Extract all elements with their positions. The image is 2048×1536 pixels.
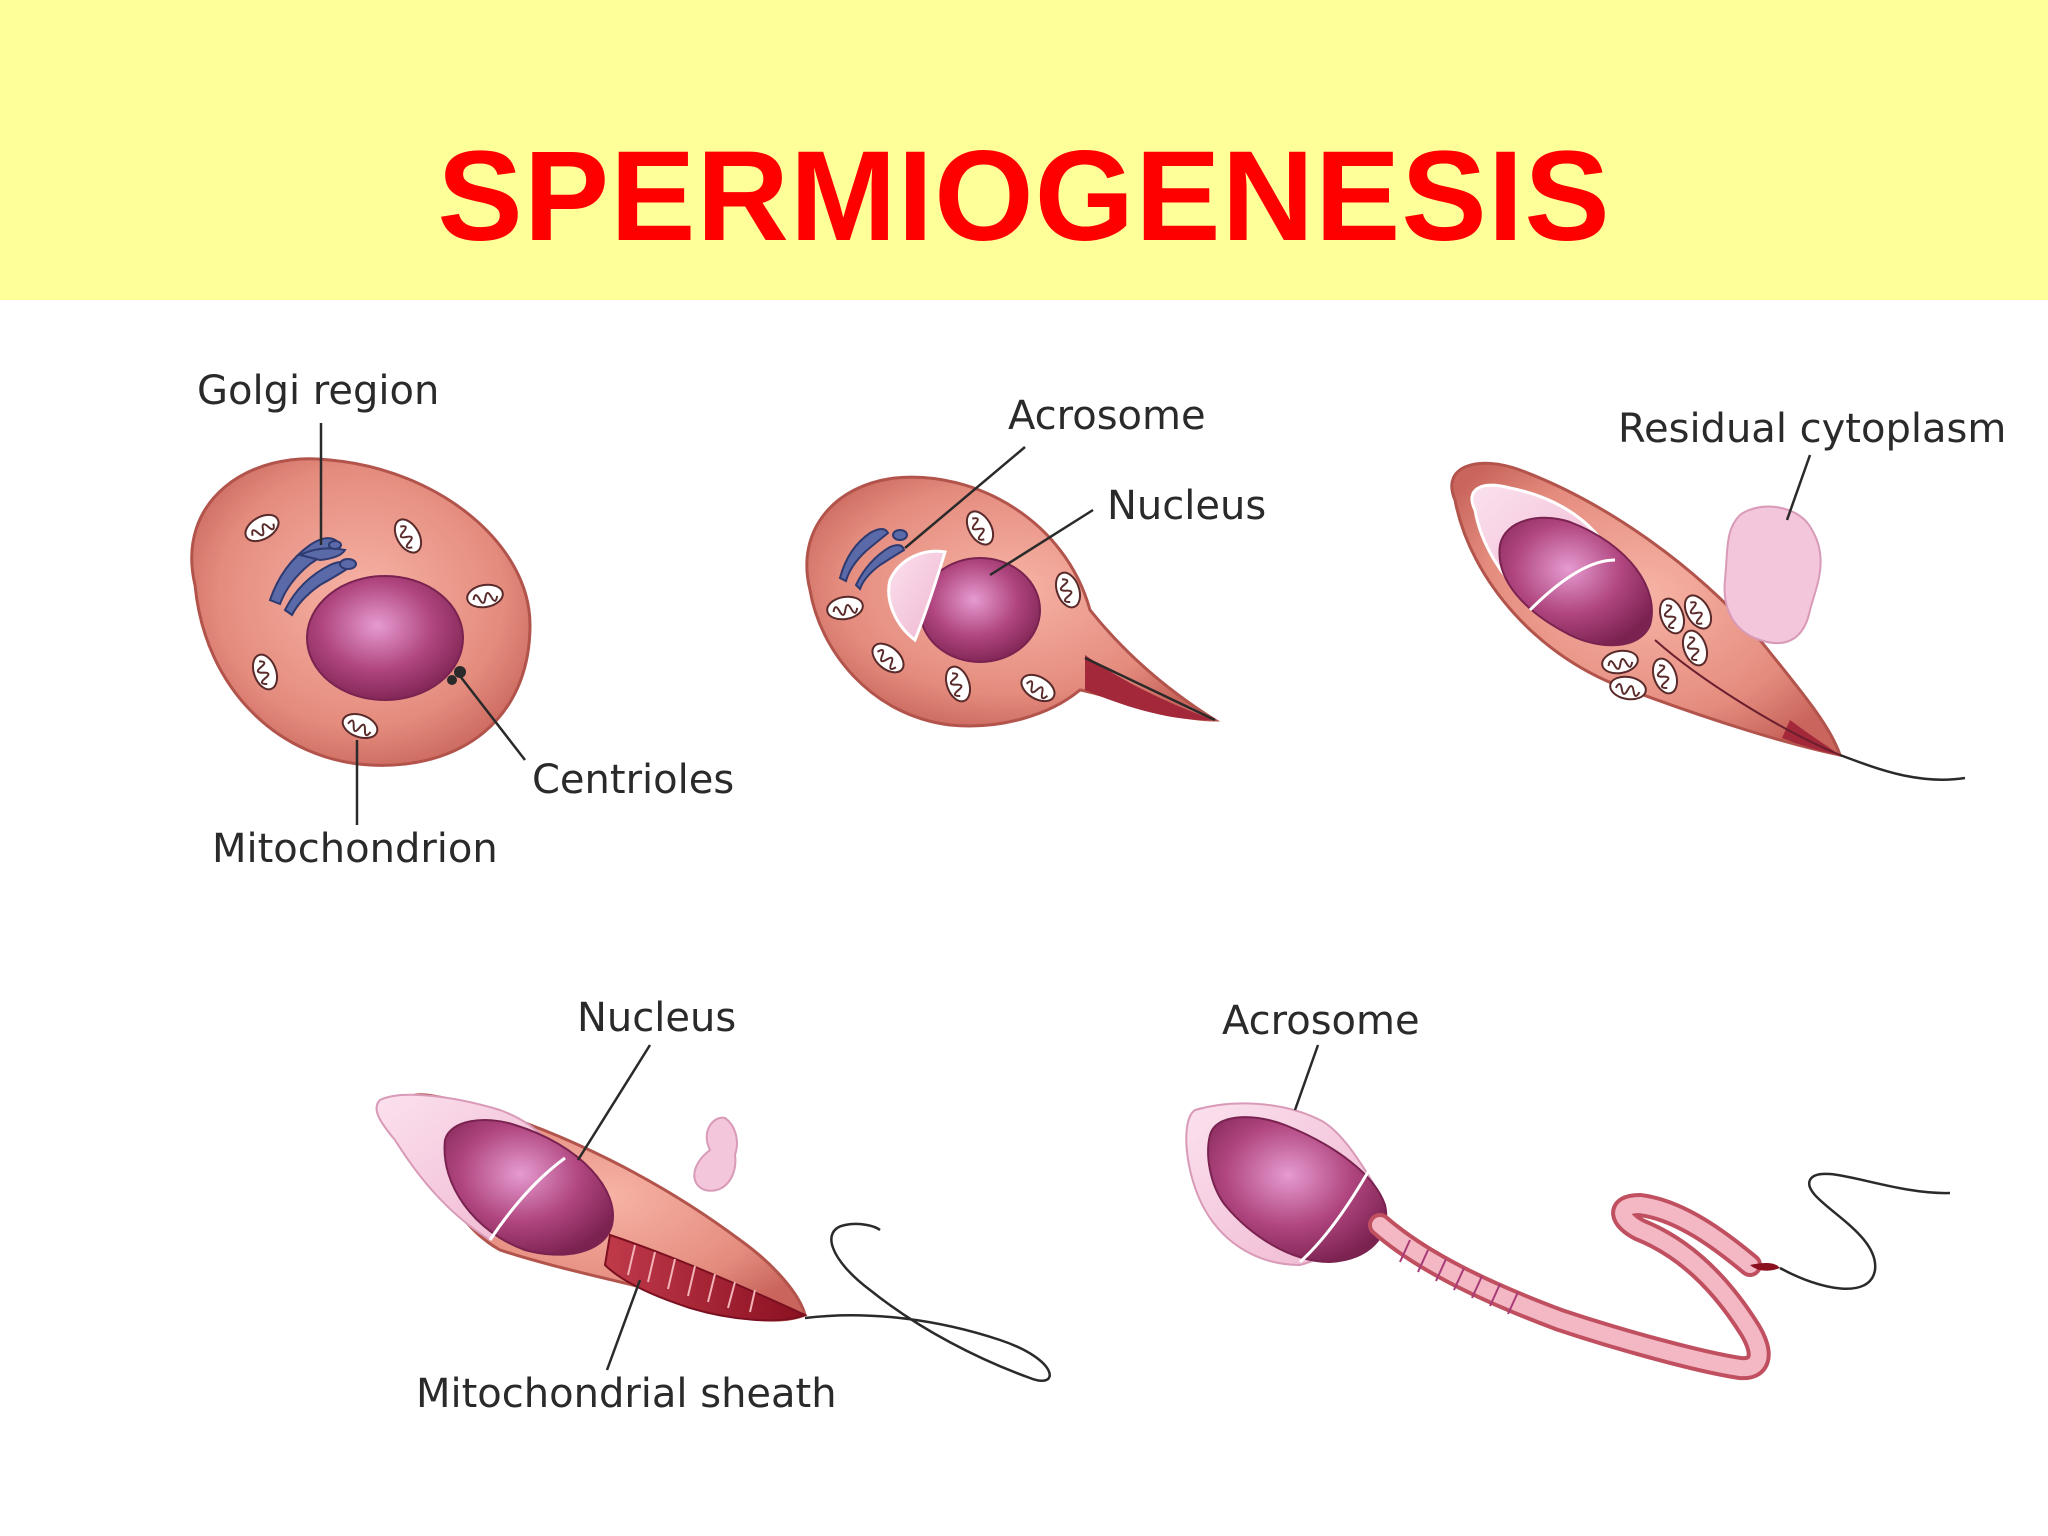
residual-cytoplasm-fragment (693, 1116, 738, 1192)
stage-2-spermatid (805, 446, 1221, 728)
spermatozoon-midpiece-stripes (1399, 1239, 1519, 1315)
stage-4-spermatid (375, 1044, 1051, 1382)
page-title: SPERMIOGENESIS (437, 125, 1611, 268)
label-nucleus-1: Nucleus (1107, 483, 1267, 529)
label-nucleus-2: Nucleus (577, 995, 737, 1041)
label-acrosome-2: Acrosome (1222, 998, 1420, 1044)
title-banner (0, 0, 2048, 300)
label-acrosome-1: Acrosome (1008, 393, 1206, 439)
golgi-apparatus-shape (268, 537, 357, 617)
residual-cytoplasm-shape (1723, 505, 1822, 645)
stage-3-spermatid (1450, 454, 1966, 782)
label-mitochondrial-sheath: Mitochondrial sheath (416, 1371, 837, 1417)
stage-5-spermatozoon (1185, 1044, 1951, 1381)
label-golgi-region: Golgi region (197, 368, 440, 414)
label-mitochondrion: Mitochondrion (212, 826, 498, 872)
centriole-dot (454, 666, 466, 678)
mitochondrial-sheath-stripes (627, 1244, 756, 1313)
label-centrioles: Centrioles (532, 757, 735, 803)
stage-1-spermatid (190, 423, 532, 825)
label-residual-cytoplasm: Residual cytoplasm (1618, 406, 2007, 452)
